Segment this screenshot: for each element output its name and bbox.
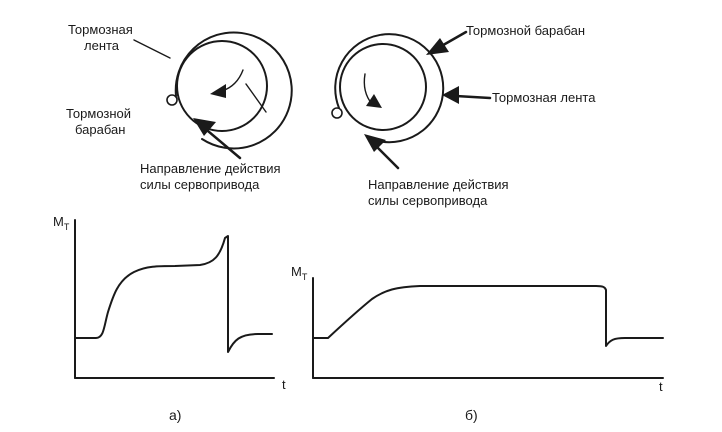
graph-b-y-label: MT xyxy=(291,264,308,282)
diagram-a-force-label-line1: Направление действия xyxy=(140,161,281,176)
graph-a-y-label-sub: T xyxy=(64,222,70,232)
diagram-a: Тормозная лента Тормозной барабан Направ… xyxy=(66,22,293,192)
graph-b-x-label: t xyxy=(659,379,663,394)
diagram-a-force-arrowhead xyxy=(193,118,216,136)
diagram-b-force-label-line2: силы сервопривода xyxy=(368,193,488,208)
diagram-b-brake-band xyxy=(334,33,445,144)
diagram-b-drum-arrowhead xyxy=(426,38,449,55)
graph-a-y-label-main: M xyxy=(53,214,64,229)
graph-a-y-label: MT xyxy=(53,214,70,232)
diagram-a-drum-leader xyxy=(245,83,267,113)
diagram-b-force-label-line1: Направление действия xyxy=(368,177,509,192)
graph-b: MT t б) xyxy=(291,264,664,423)
diagram-a-band-anchor xyxy=(166,94,178,106)
diagram-a-drum-label-line1: Тормозной xyxy=(66,106,131,121)
graph-a: MT t а) xyxy=(53,214,286,423)
diagram-a-drum-label-line2: барабан xyxy=(75,122,125,137)
diagram-b-drum-label: Тормозной барабан xyxy=(466,23,585,38)
diagram-b-force-arrowhead xyxy=(364,134,386,152)
diagram-a-band-leader xyxy=(133,39,171,59)
diagram-a-drum-label: Тормозной барабан xyxy=(66,106,135,137)
diagram-a-band-label-line1: Тормозная xyxy=(68,22,133,37)
graph-b-y-label-main: M xyxy=(291,264,302,279)
diagram-b-band-anchor xyxy=(331,107,343,119)
diagram-a-force-arrow xyxy=(200,124,242,160)
diagram-b-force-label: Направление действия силы сервопривода xyxy=(368,177,512,208)
graph-b-y-label-sub: T xyxy=(302,272,308,282)
graph-a-torque-curve xyxy=(74,235,273,353)
diagram-b: Тормозной барабан Тормозная лента Направ… xyxy=(331,23,596,208)
diagram-a-force-label: Направление действия силы сервопривода xyxy=(140,161,284,192)
diagram-b-rotation-arrowhead xyxy=(366,94,382,108)
diagram-a-force-label-line2: силы сервопривода xyxy=(140,177,260,192)
diagram-a-brake-drum xyxy=(176,40,268,132)
graph-b-torque-curve xyxy=(312,285,664,347)
diagram-a-band-label: Тормозная лента xyxy=(68,22,136,53)
diagram-b-band-arrowhead xyxy=(442,86,459,104)
graph-a-x-label: t xyxy=(282,377,286,392)
graph-b-caption: б) xyxy=(465,407,478,423)
diagram-a-band-label-line2: лента xyxy=(84,38,120,53)
graph-a-caption: а) xyxy=(169,407,181,423)
diagram-a-brake-band xyxy=(174,31,293,150)
diagram-a-rotation-arrowhead xyxy=(210,84,226,98)
diagram-b-band-label: Тормозная лента xyxy=(492,90,596,105)
diagram-b-brake-drum xyxy=(339,43,427,131)
diagram-b-band-arrow xyxy=(454,94,492,100)
